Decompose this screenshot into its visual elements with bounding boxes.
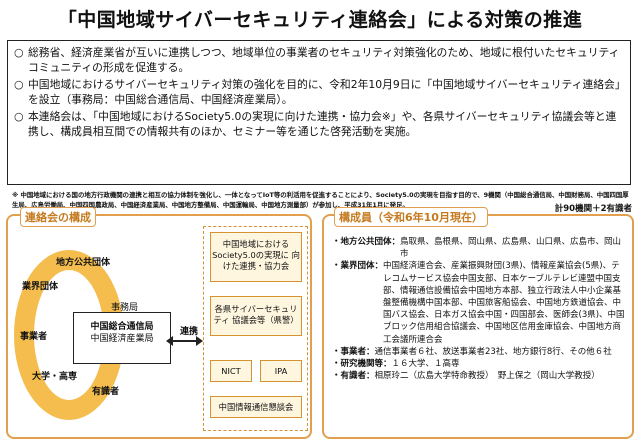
- arrow-head-icon: [166, 336, 173, 346]
- ring-label-experts: 有識者: [92, 387, 120, 397]
- link-label: 連携: [180, 327, 199, 337]
- summary-item: ○ 本連絡会は、「中国地域におけるSociety5.0の実現に向けた連携・協力会…: [14, 109, 624, 139]
- members-list: ・地方公共団体： 鳥取県、島根県、岡山県、広島県、山口県、広島市、岡山市 ・業界…: [332, 236, 627, 382]
- nict-box: NICT: [210, 360, 252, 382]
- footnote: ※ 中国地域における国の地方行政機関の連携と相互の協力体制を強化し、一体となって…: [12, 191, 629, 209]
- member-category: ・有識者：: [332, 371, 375, 382]
- core-line: 中国総合通信局: [90, 322, 154, 332]
- summary-text: 総務省、経済産業省が互いに連携しつつ、地域単位の事業者のセキュリティ対策強化のた…: [28, 46, 620, 74]
- summary-box: ○ 総務省、経済産業省が互いに連携しつつ、地域単位の事業者のセキュリティ対策強化…: [7, 40, 631, 185]
- bullet-marker: ○: [14, 46, 24, 59]
- arrow-head-icon: [196, 336, 203, 346]
- members-heading: 構成員（令和6年10月現在）: [334, 207, 488, 227]
- bullet-marker: ○: [14, 78, 24, 91]
- member-row: ・地方公共団体： 鳥取県、島根県、岡山県、広島県、山口県、広島市、岡山市: [332, 236, 627, 260]
- member-row: ・業界団体： 中国経済連合会、産業振興財団(3県)、情報産業協会(5県)、テレコ…: [332, 260, 627, 345]
- member-category: ・事業者：: [332, 346, 375, 357]
- summary-item: ○ 総務省、経済産業省が互いに連携しつつ、地域単位の事業者のセキュリティ対策強化…: [14, 45, 624, 75]
- partner-group: [203, 226, 308, 431]
- member-category: ・地方公共団体：: [332, 237, 401, 247]
- member-total: 計90機関＋2有識者: [554, 204, 632, 214]
- structure-heading: 連絡会の構成: [20, 207, 96, 227]
- member-category: ・研究機関等：: [332, 359, 392, 370]
- member-category: ・業界団体：: [332, 261, 384, 272]
- ipa-box: IPA: [260, 360, 302, 382]
- member-detail: １６大学、１高専: [391, 359, 460, 370]
- members-panel: 構成員（令和6年10月現在）: [322, 207, 634, 439]
- member-row: ・事業者： 通信事業者６社、放送事業者23社、地方銀行8行、その他６社: [332, 346, 627, 358]
- member-row: ・有識者： 相原玲二（広島大学特命教授） 野上保之（岡山大学教授）: [332, 370, 627, 382]
- member-detail: 通信事業者６社、放送事業者23社、地方銀行8行、その他６社: [374, 346, 612, 357]
- member-detail: 相原玲二（広島大学特命教授） 野上保之（岡山大学教授）: [374, 371, 600, 382]
- core-line: 中国経済産業局: [90, 334, 154, 344]
- summary-text: 中国地域におけるサイバーセキュリティ対策の強化を目的に、令和2年10月9日に「中…: [28, 78, 621, 106]
- page-title: 「中国地域サイバーセキュリティ連絡会」による対策の推進: [57, 9, 583, 31]
- ring-label-business: 事業者: [20, 332, 48, 342]
- summary-text: 本連絡会は、「中国地域におけるSociety5.0の実現に向けた連携・協力会※」…: [28, 110, 617, 138]
- ict-council-box: 中国情報通信懇談会: [210, 396, 302, 418]
- link-arrow: [172, 340, 200, 342]
- prefecture-council-box: 各県サイバーセキュリティ 協議会等（県警）: [210, 296, 302, 336]
- member-detail: 鳥取県、島根県、岡山県、広島県、山口県、広島市、岡山市: [400, 237, 622, 260]
- secretariat-box: 中国総合通信局 中国経済産業局: [73, 312, 171, 364]
- society50-box: 中国地域における Society5.0の実現に 向けた連携・協力会: [210, 232, 302, 282]
- summary-item: ○ 中国地域におけるサイバーセキュリティ対策の強化を目的に、令和2年10月9日に…: [14, 77, 624, 107]
- member-detail: 中国経済連合会、産業振興財団(3県)、情報産業協会(5県)、テレコムサービス協会…: [383, 261, 625, 345]
- member-row: ・研究機関等： １６大学、１高専: [332, 358, 627, 370]
- secretariat-label: 事務局: [111, 303, 139, 313]
- ring-label-university: 大学・高専: [32, 372, 78, 382]
- ring-label-local-gov: 地方公共団体: [56, 258, 111, 268]
- ring-label-industry: 業界団体: [22, 282, 59, 292]
- bullet-marker: ○: [14, 110, 24, 123]
